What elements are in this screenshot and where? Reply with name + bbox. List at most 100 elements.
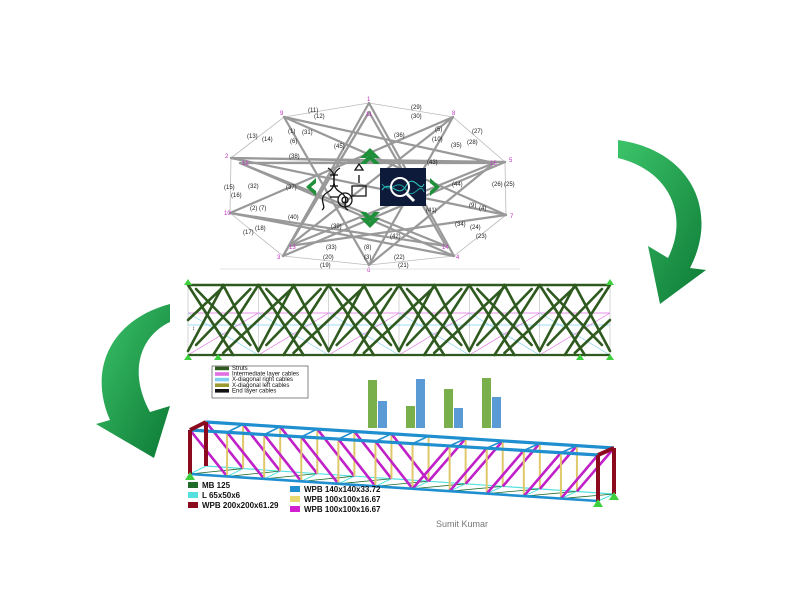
chevron-right-icon bbox=[430, 178, 440, 196]
diagonal-member-line bbox=[226, 431, 266, 480]
legend-swatch bbox=[215, 366, 229, 371]
legend-label: WPB 100x100x16.67 bbox=[304, 495, 381, 504]
member-label: (2) bbox=[250, 206, 257, 212]
legend-label: Intermediate layer cables bbox=[232, 372, 299, 378]
node-label: 11 bbox=[366, 112, 373, 118]
outer-cable-line bbox=[368, 102, 454, 118]
end-beam-line bbox=[597, 446, 615, 457]
node-label: 8 bbox=[452, 111, 456, 117]
member-label: (29) bbox=[411, 105, 422, 111]
strut-member-line bbox=[287, 115, 455, 248]
strut-line bbox=[257, 283, 305, 357]
member-label: (1) bbox=[288, 129, 295, 135]
strut-line bbox=[265, 287, 322, 347]
strut-lines bbox=[186, 283, 612, 357]
member-label: (34) bbox=[455, 222, 466, 228]
diagonal-member-line bbox=[411, 445, 451, 490]
member-label: (10) bbox=[432, 137, 443, 143]
strut-member-line bbox=[228, 211, 448, 248]
end-beam-line bbox=[189, 420, 207, 432]
legend-swatch bbox=[215, 389, 229, 393]
deck-brace-line bbox=[227, 470, 281, 477]
node-label: 1 bbox=[367, 97, 371, 103]
deck-brace-line bbox=[301, 475, 355, 482]
node-label: 15 bbox=[490, 161, 497, 167]
member-label: (42) bbox=[390, 234, 401, 240]
deck-brace-line bbox=[560, 493, 615, 499]
bar-chart bbox=[368, 378, 501, 428]
diagonal-member-line bbox=[485, 449, 525, 495]
legend-label: L 65x50x6 bbox=[202, 491, 241, 500]
strut-line bbox=[221, 318, 260, 355]
member-label: (31) bbox=[302, 130, 313, 136]
bar-mark bbox=[492, 397, 501, 428]
strut-line bbox=[352, 283, 401, 357]
bar-mark bbox=[378, 401, 387, 428]
top-chord-line bbox=[205, 420, 615, 450]
top-chord-line bbox=[189, 428, 599, 457]
strut-line bbox=[292, 318, 330, 355]
strut-member-line bbox=[282, 115, 371, 267]
support-icon bbox=[606, 279, 614, 285]
node-label: 14 bbox=[442, 245, 449, 251]
deck-cross-line bbox=[301, 473, 318, 482]
strut-member-line bbox=[282, 115, 508, 217]
strut-line bbox=[186, 283, 225, 353]
legend-swatch bbox=[188, 492, 198, 498]
strut-line bbox=[327, 283, 376, 357]
axis-mark: ↕ bbox=[192, 326, 195, 332]
diagonal-member-line bbox=[337, 438, 377, 488]
strut-line bbox=[186, 283, 235, 357]
node-label: 4 bbox=[456, 255, 460, 261]
strut-line bbox=[538, 283, 587, 357]
member-label: (8) bbox=[364, 245, 371, 251]
strut-line bbox=[257, 285, 295, 322]
bar-mark bbox=[482, 378, 491, 428]
curved-arrow-right bbox=[618, 140, 706, 304]
magnifier-dna-image-icon bbox=[380, 168, 426, 206]
strut-line bbox=[503, 318, 541, 355]
strut-line bbox=[432, 318, 471, 355]
legend-swatch bbox=[290, 496, 300, 502]
strut-line bbox=[546, 287, 604, 347]
member-label: (19) bbox=[320, 263, 331, 269]
strut-line bbox=[468, 283, 506, 353]
outer-cable-line bbox=[504, 161, 507, 216]
strut-line bbox=[563, 283, 612, 357]
outer-cable-line bbox=[368, 255, 455, 266]
strut-member-line bbox=[228, 115, 455, 215]
support-icon bbox=[609, 492, 619, 500]
strut-line bbox=[186, 285, 225, 322]
legend-swatch bbox=[215, 372, 229, 376]
deck-brace-line bbox=[338, 478, 392, 485]
outer-cable-line bbox=[282, 255, 370, 266]
member-label: (38) bbox=[289, 154, 300, 160]
deck-brace-line bbox=[264, 473, 318, 480]
deck-line bbox=[205, 465, 615, 495]
strut-line bbox=[362, 318, 401, 355]
strut-member-line bbox=[367, 161, 496, 267]
support-icon bbox=[576, 354, 584, 360]
legend-label: WPB 140x140x33.72 bbox=[304, 485, 381, 494]
strut-line bbox=[405, 287, 463, 347]
deck-cross-line bbox=[338, 475, 355, 485]
strut-line bbox=[503, 283, 541, 353]
bar-mark bbox=[368, 380, 377, 428]
member-label: (15) bbox=[224, 185, 235, 191]
node-label: 10 bbox=[224, 211, 231, 217]
outer-cable-line bbox=[283, 102, 370, 118]
diagonal-cable-line bbox=[398, 312, 470, 356]
member-label: (28) bbox=[467, 140, 478, 146]
member-label: (21) bbox=[398, 263, 409, 269]
node-label: 9 bbox=[280, 111, 284, 117]
strut-line bbox=[493, 283, 541, 357]
curved-arrow-left bbox=[96, 304, 170, 458]
outer-cable-line bbox=[453, 214, 507, 257]
node-label: 12 bbox=[242, 161, 249, 167]
outer-cable-line bbox=[230, 116, 285, 159]
supports: ↕ bbox=[184, 279, 614, 360]
deck-cross-line bbox=[263, 470, 281, 480]
member-label: (35) bbox=[451, 143, 462, 149]
strut-line bbox=[292, 283, 330, 353]
